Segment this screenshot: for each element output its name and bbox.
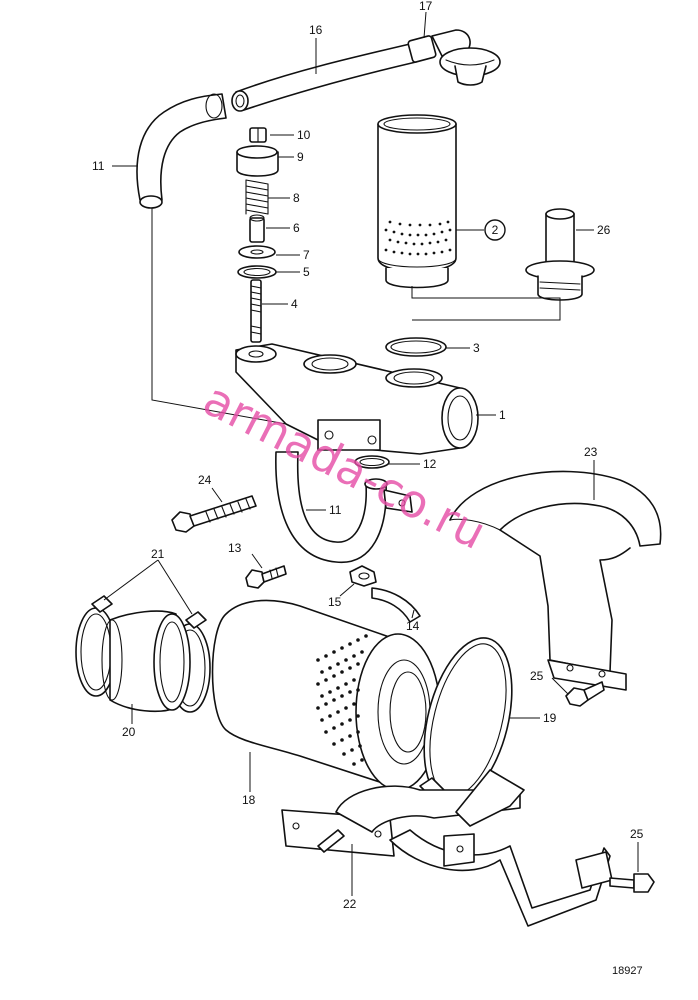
callout-15: 15 (328, 595, 342, 609)
oil-filler-cap-17 (407, 29, 501, 86)
spring-8 (245, 179, 269, 215)
hose-14 (371, 587, 421, 623)
stud-4 (250, 279, 262, 343)
nut-10 (249, 127, 267, 143)
callout-8: 8 (293, 191, 300, 205)
screw-25-upper (565, 681, 605, 707)
callout-19: 19 (543, 711, 557, 725)
callout-6: 6 (293, 221, 300, 235)
breather-hose-16 (231, 43, 417, 112)
sleeve-6 (249, 214, 265, 243)
oil-trap-filter-2 (377, 114, 457, 289)
callout-13: 13 (228, 541, 242, 555)
callout-24: 24 (198, 473, 212, 487)
hose-clip (383, 489, 413, 513)
callout-12: 12 (423, 457, 437, 471)
callout-26: 26 (597, 223, 611, 237)
o-ring-5 (237, 265, 277, 279)
rubber-cap-9 (236, 145, 279, 177)
callout-17: 17 (419, 0, 433, 13)
o-ring-3 (385, 337, 447, 357)
air-filter-18 (211, 599, 441, 791)
callout-4: 4 (291, 297, 298, 311)
hose-11-lower (275, 451, 388, 563)
callout-25-lower: 25 (630, 827, 644, 841)
drawing-reference-number: 18927 (612, 965, 643, 977)
leader-lines (103, 11, 639, 896)
hose-connector-15 (349, 565, 377, 587)
screw-25-lower (609, 873, 655, 893)
callout-2-circled: 2 (484, 219, 506, 241)
callout-21: 21 (151, 547, 165, 561)
callout-10: 10 (297, 128, 311, 142)
callout-5: 5 (303, 265, 310, 279)
oil-trap-housing-1 (235, 343, 479, 455)
callout-1: 1 (499, 408, 506, 422)
callout-7: 7 (303, 248, 310, 262)
callout-14: 14 (406, 619, 420, 633)
breather-hose-11-upper (136, 93, 227, 209)
callout-20: 20 (122, 725, 136, 739)
callout-23: 23 (584, 445, 598, 459)
callout-9: 9 (297, 150, 304, 164)
callout-3: 3 (473, 341, 480, 355)
callout-2: 2 (492, 223, 499, 237)
screw-13 (245, 565, 287, 589)
callout-18: 18 (242, 793, 256, 807)
nipple-26 (525, 208, 595, 301)
heat-shield-23 (449, 470, 662, 691)
rubber-connection-20 (101, 610, 191, 713)
washer-7 (238, 245, 276, 259)
bracket-22 (281, 769, 613, 927)
callout-25-upper: 25 (530, 669, 544, 683)
o-ring-12 (354, 455, 390, 469)
callout-11-lower: 11 (329, 503, 342, 517)
screw-24 (171, 495, 257, 533)
callout-11-upper: 11 (92, 159, 105, 173)
callout-16: 16 (309, 23, 323, 37)
callout-22: 22 (343, 897, 357, 911)
